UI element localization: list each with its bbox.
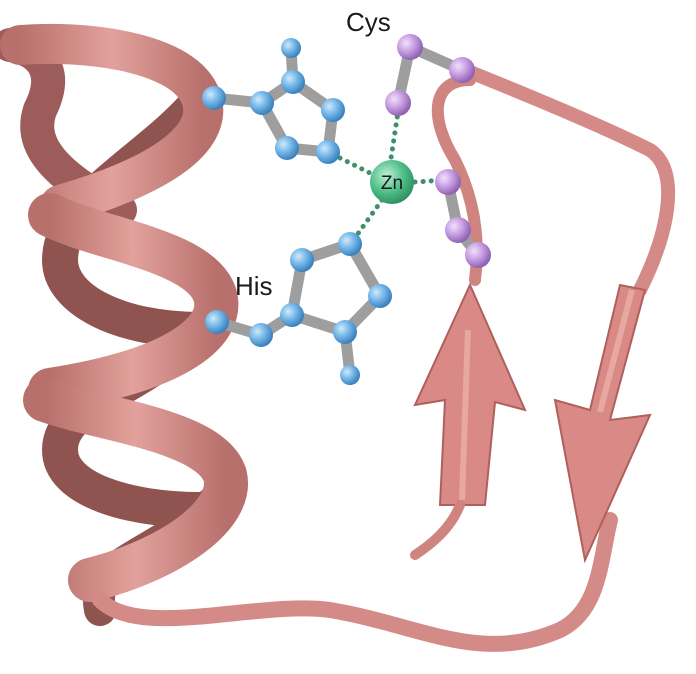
cysteine-atoms (385, 34, 491, 268)
loop-ribbon (458, 63, 676, 297)
beta-hairpin (410, 63, 676, 564)
loop-ribbon (410, 500, 465, 560)
beta-strand-left (413, 282, 527, 506)
helix-front-strand (28, 193, 239, 412)
zinc-label: Zn (381, 173, 403, 194)
histidine-atoms (202, 38, 392, 385)
cysteine-label: Cys (346, 7, 391, 37)
beta-strand-right (553, 283, 652, 564)
helix-tail (92, 512, 618, 652)
zinc-ion: Zn (370, 160, 414, 204)
histidine-label: His (235, 271, 273, 301)
helix-front-strand (23, 378, 248, 602)
alpha-helix (0, 23, 618, 652)
helix-front-strand (0, 23, 224, 225)
